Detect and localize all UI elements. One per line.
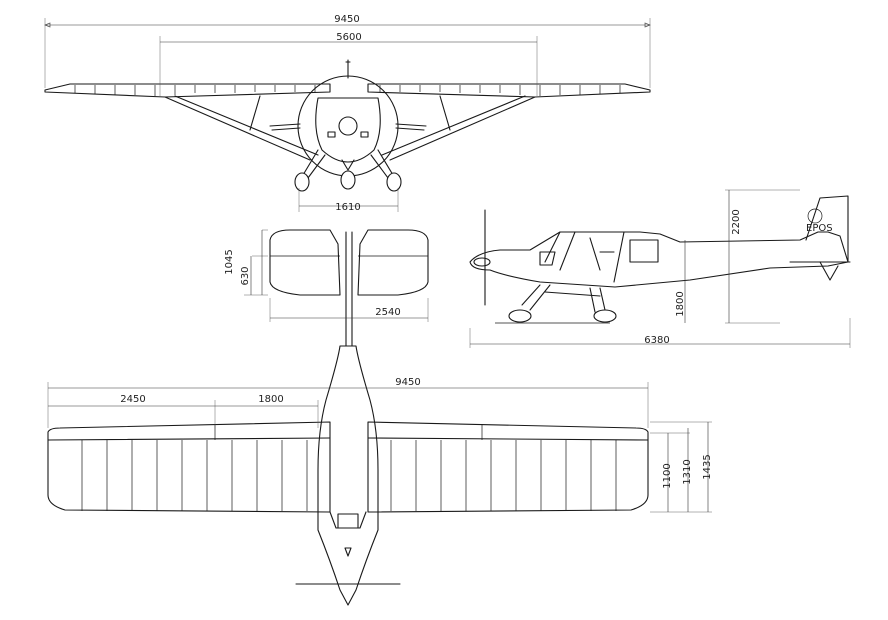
wing-chord-total-label: 1435 — [702, 454, 713, 479]
front-track-label: 1610 — [335, 202, 360, 213]
wing-chord-mid-label: 1310 — [682, 459, 693, 484]
tail-span-label: 2540 — [375, 307, 400, 318]
side-height-label: 2200 — [731, 209, 742, 234]
top-view: 9450 2450 1800 1100 1310 1435 — [47, 345, 713, 606]
tail-top-view: 1045 630 2540 — [224, 229, 429, 347]
side-prop-height-label: 1800 — [675, 291, 686, 316]
front-span-label: 9450 — [334, 14, 359, 25]
wing-chord-inner-label: 1100 — [662, 463, 673, 488]
top-outer-panel-label: 2450 — [120, 394, 145, 405]
tail-chord-label: 1045 — [224, 249, 235, 274]
side-view: EPOS 2200 1800 6380 — [469, 189, 851, 348]
top-inner-panel-label: 1800 — [258, 394, 283, 405]
tail-elevator-label: 630 — [240, 266, 251, 285]
top-span-label: 9450 — [395, 377, 420, 388]
front-strut-span-label: 5600 — [336, 32, 361, 43]
side-length-label: 6380 — [644, 335, 669, 346]
side-logo: EPOS — [806, 223, 833, 234]
front-view: 9450 5600 1610 — [44, 14, 651, 213]
